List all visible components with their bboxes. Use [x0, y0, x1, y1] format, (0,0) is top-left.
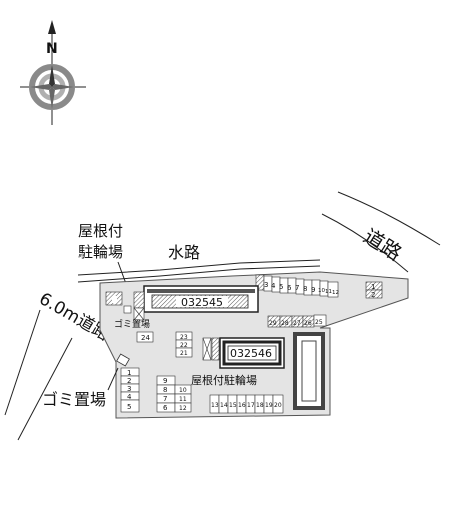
space-label: 19 — [265, 402, 273, 409]
parking-mid-row: 29 28 27 26 25 — [267, 314, 327, 328]
space-label: 4 — [127, 393, 132, 401]
space-label: 15 — [229, 402, 237, 409]
space-label: 13 — [211, 402, 219, 409]
space-label: 8 — [163, 386, 167, 394]
space-label: 6 — [163, 404, 168, 412]
covered-bike-parking-2 — [202, 337, 220, 361]
compass-north-label: N — [46, 41, 58, 57]
space-label: 16 — [238, 402, 246, 409]
space-label: 11 — [325, 289, 332, 295]
compass-icon: N — [20, 20, 86, 125]
space-label: 2 — [371, 291, 375, 299]
garbage-label-big: ゴミ置場 — [42, 390, 106, 409]
space-label: 9 — [311, 286, 315, 294]
road-ne-edge — [337, 191, 441, 246]
space-label: 23 — [180, 334, 188, 341]
space-label: 21 — [180, 350, 188, 357]
covered-bike-label-south: 屋根付駐輪場 — [191, 373, 257, 387]
canal-line — [77, 265, 321, 283]
parking-col-b: 10 11 12 — [174, 384, 192, 413]
space-label: 5 — [279, 283, 283, 291]
parking-mid-col: 23 22 21 — [175, 331, 193, 358]
space-label: 4 — [271, 282, 276, 290]
road-sw-edge — [17, 337, 73, 441]
space-label: 1 — [127, 369, 131, 377]
space-label: 28 — [281, 320, 289, 327]
building-north-id: 032545 — [181, 296, 223, 309]
space-label: 1 — [371, 283, 375, 291]
space-label: 2 — [127, 377, 131, 385]
parking-col-a: 9 8 7 6 — [156, 375, 176, 413]
road-sw-edge — [4, 309, 41, 416]
covered-bike-label-2: 駐輪場 — [78, 243, 123, 261]
road-ne-label: 道路 — [359, 224, 406, 266]
space-label: 14 — [220, 402, 228, 409]
parking-bottom-row: 13 14 15 16 17 18 19 20 — [209, 394, 284, 414]
space-label: 3 — [264, 281, 268, 289]
garbage-label-small: ゴミ置場 — [114, 318, 150, 330]
space-label: 29 — [269, 320, 277, 327]
space-label: 17 — [247, 402, 255, 409]
building-east — [293, 332, 325, 410]
space-label: 10 — [179, 387, 187, 394]
space-label: 12 — [332, 290, 339, 296]
parking-24 — [136, 331, 154, 343]
space-label: 25 — [315, 319, 323, 326]
space-label: 20 — [274, 402, 282, 409]
covered-bike-parking-1 — [133, 291, 145, 321]
space-label: 10 — [318, 288, 325, 294]
space-label: 27 — [293, 320, 301, 327]
canal-label: 水路 — [168, 243, 200, 262]
space-label: 11 — [179, 396, 187, 403]
space-label: 8 — [303, 285, 307, 293]
covered-bike-label-1: 屋根付 — [78, 222, 123, 240]
garbage-box-big — [116, 353, 130, 367]
parking-left-col: 1 2 3 4 5 — [120, 367, 140, 413]
leader-line — [107, 367, 119, 391]
space-label: 22 — [180, 342, 188, 349]
garbage-box-small — [123, 305, 132, 314]
space-label: 7 — [295, 284, 299, 292]
space-label: 26 — [304, 320, 312, 327]
space-label: 7 — [163, 395, 167, 403]
building-south: 032546 — [219, 337, 285, 369]
space-label: 5 — [127, 403, 131, 411]
canal-line — [77, 259, 321, 276]
building-south-id: 032546 — [230, 347, 272, 360]
space-label: 24 — [141, 334, 150, 342]
road-ne-edge — [321, 213, 409, 273]
space-label: 18 — [256, 402, 264, 409]
space-label: 6 — [287, 284, 292, 292]
space-label: 9 — [163, 377, 167, 385]
space-label: 3 — [127, 385, 131, 393]
parking-right-pair: 1 2 — [365, 281, 383, 299]
parking-top-row: 3 4 5 6 7 8 9 10 11 12 — [255, 274, 339, 298]
building-north: 032545 — [143, 285, 259, 313]
space-label: 12 — [179, 405, 187, 412]
